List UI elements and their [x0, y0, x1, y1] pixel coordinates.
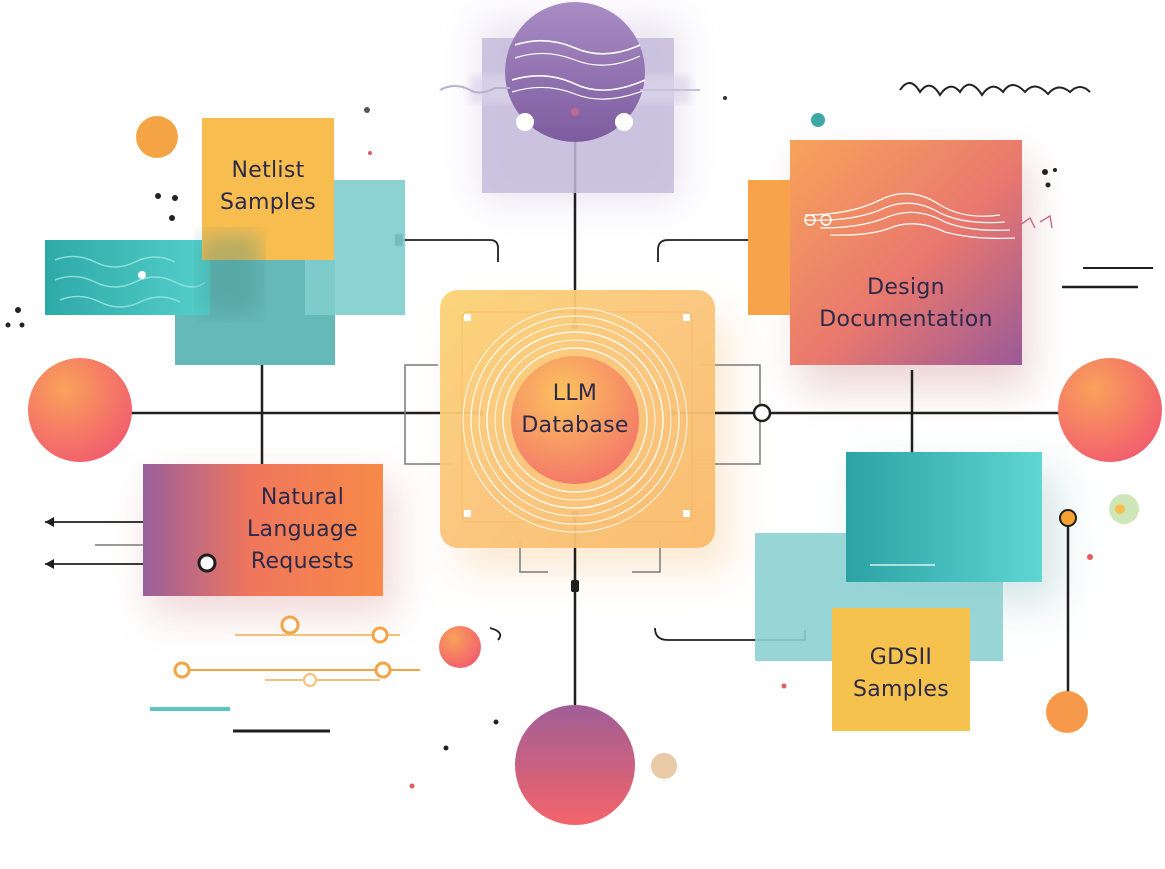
netlist-line2: Samples	[219, 190, 317, 215]
netlist-samples-label: Netlist Samples	[202, 155, 334, 219]
llm-line1: LLM	[552, 381, 598, 406]
llm-database-group	[440, 290, 715, 548]
natural-language-card-group	[143, 464, 383, 596]
scribble-decorations	[439, 82, 1091, 229]
nl-line2: Language	[247, 517, 358, 542]
llm-database-label: LLM Database	[505, 378, 645, 442]
decorations	[5, 96, 1139, 789]
left-node-circle	[28, 358, 132, 462]
natural-language-requests-label: Natural Language Requests	[215, 482, 390, 578]
llm-line2: Database	[521, 413, 629, 438]
design-doc-line1: Design	[867, 275, 945, 300]
nl-line3: Requests	[250, 549, 355, 574]
gdsii-line1: GDSII	[869, 645, 933, 670]
bottom-node-circle	[515, 705, 635, 825]
design-doc-line2: Documentation	[819, 307, 993, 332]
netlist-card-group	[45, 118, 405, 365]
terminal-rings	[197, 403, 1077, 573]
design-documentation-label: Design Documentation	[790, 272, 1022, 336]
right-node-circle	[1058, 358, 1162, 462]
gdsii-line2: Samples	[852, 677, 950, 702]
gdsii-samples-label: GDSII Samples	[832, 642, 970, 706]
slider-decorations	[150, 615, 420, 711]
netlist-line1: Netlist	[231, 158, 305, 183]
gdsii-card-group	[755, 452, 1042, 731]
design-doc-card-group	[748, 140, 1022, 365]
nl-line1: Natural	[260, 485, 345, 510]
